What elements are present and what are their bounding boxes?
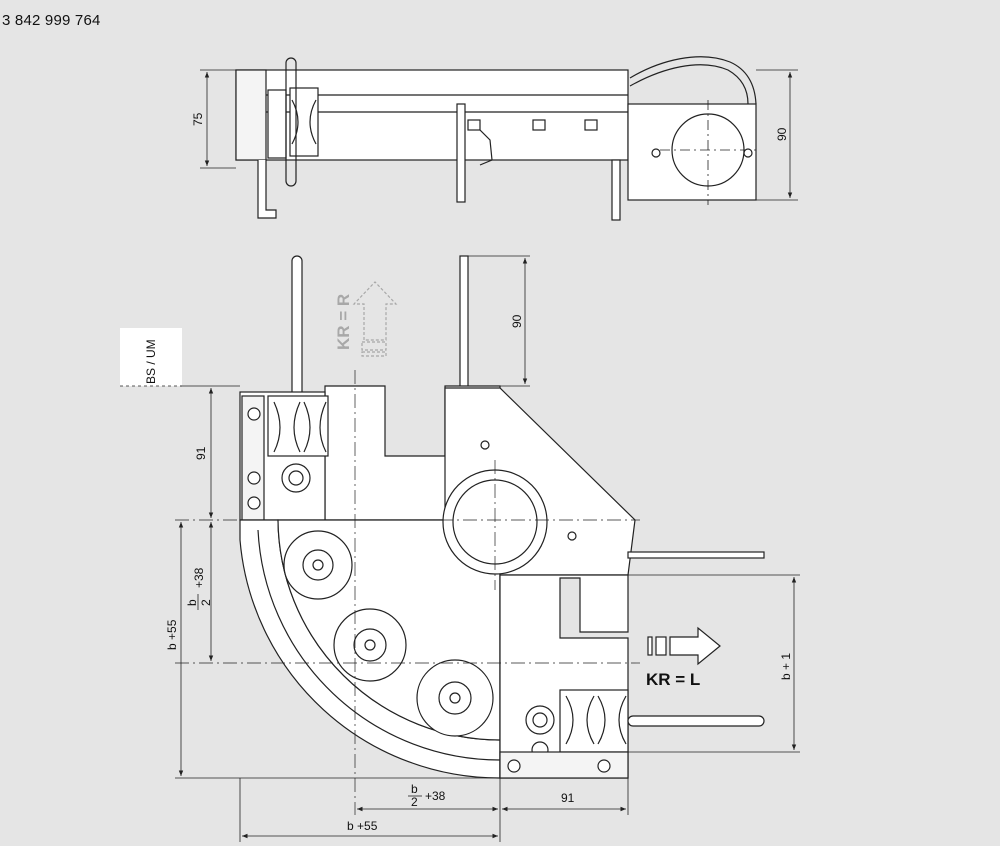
dim-90-top: 90 (775, 127, 789, 141)
dim-half-left: b 2 +38 (185, 567, 213, 610)
center-lines (175, 370, 640, 815)
svg-text:2: 2 (411, 795, 418, 809)
top-dimension-lines (200, 69, 798, 201)
dim-b55-left: b +55 (165, 619, 179, 650)
svg-text:b: b (185, 599, 199, 606)
svg-text:+38: +38 (192, 567, 206, 588)
kr-l-label: KR = L (646, 670, 700, 689)
dim-91-left: 91 (194, 446, 208, 460)
dim-b55-bottom: b +55 (347, 819, 378, 833)
svg-text:2: 2 (199, 599, 213, 606)
part-number: 3 842 999 764 (2, 12, 101, 29)
svg-text:+38: +38 (425, 789, 446, 803)
bs-um-box (120, 328, 182, 386)
main-view (239, 255, 765, 779)
dim-90-stub: 90 (510, 314, 524, 328)
top-view (235, 56, 760, 221)
kr-l-arrow (647, 626, 721, 666)
dim-75: 75 (191, 112, 205, 126)
dim-b1-right: b + 1 (779, 653, 793, 680)
kr-r-label: KR = R (334, 294, 353, 350)
main-dimension-lines (175, 255, 800, 842)
dim-half-bottom: b 2 +38 (408, 782, 446, 809)
dim-91-bottom: 91 (561, 791, 575, 805)
bs-um-label: BS / UM (144, 339, 158, 384)
kr-r-arrow (352, 281, 398, 357)
svg-text:b: b (411, 782, 418, 796)
